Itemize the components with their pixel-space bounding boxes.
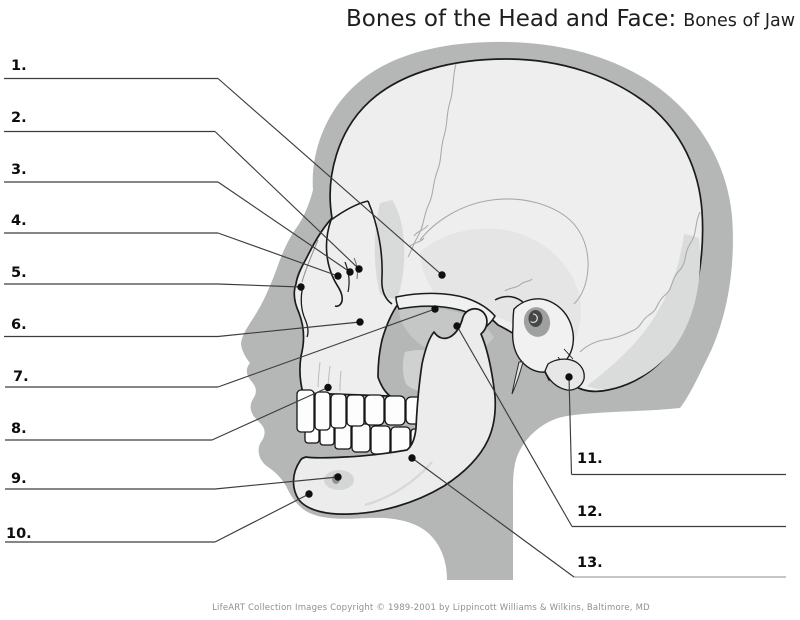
coronal-suture — [407, 63, 457, 258]
pointer-dot-9 — [334, 473, 342, 481]
label-number-6: 6. — [11, 317, 27, 333]
pointer-dot-11 — [565, 373, 573, 381]
teeth-lower — [304, 421, 424, 456]
title-sub: Bones of Jaw — [683, 11, 796, 31]
pointer-dot-12 — [453, 322, 461, 330]
orbit — [325, 200, 393, 308]
styloid-process — [511, 361, 524, 395]
mastoid-process — [544, 358, 585, 391]
label-line-10 — [214, 493, 310, 543]
label-number-5: 5. — [11, 265, 27, 281]
label-line-3 — [217, 181, 351, 273]
label-line-2 — [214, 131, 360, 270]
pointer-dot-1 — [438, 271, 446, 279]
label-line-11 — [568, 376, 573, 475]
pointer-dot-5 — [297, 283, 305, 291]
label-number-11: 11. — [577, 451, 603, 467]
lacrimal-groove — [344, 261, 350, 293]
ear-canal — [528, 310, 543, 327]
label-number-7: 7. — [13, 369, 29, 385]
mandible — [292, 307, 497, 515]
copyright-text: LifeART Collection Images Copyright © 19… — [212, 603, 650, 613]
pointer-dot-4 — [334, 272, 342, 280]
mandible-oblique-line — [364, 461, 433, 507]
orbit-posterior-rim — [367, 200, 393, 305]
label-line-6 — [217, 321, 361, 338]
label-line-7 — [217, 308, 436, 388]
label-line-5 — [217, 283, 302, 288]
pointer-dot-3 — [346, 268, 354, 276]
label-number-10: 10. — [6, 526, 32, 542]
label-number-1: 1. — [11, 58, 27, 74]
pointer-dot-13 — [408, 454, 416, 462]
pointer-dot-7 — [431, 305, 439, 313]
brow-ridge — [330, 200, 369, 221]
label-line-1 — [217, 78, 443, 276]
label-line-8 — [211, 386, 329, 441]
label-number-3: 3. — [11, 162, 27, 178]
label-line-12 — [456, 325, 573, 527]
pointer-dot-2 — [355, 265, 363, 273]
squamosal-suture — [419, 198, 589, 305]
label-line-4 — [217, 232, 339, 277]
label-line-13 — [411, 457, 575, 578]
label-number-2: 2. — [11, 110, 27, 126]
label-number-13: 13. — [577, 555, 603, 571]
lambdoid-suture — [579, 211, 701, 353]
ear-region — [511, 298, 585, 395]
title-main: Bones of the Head and Face: — [346, 6, 677, 32]
label-number-4: 4. — [11, 213, 27, 229]
pointer-dot-8 — [324, 383, 332, 392]
leader-lines-layer — [4, 77, 786, 578]
label-number-12: 12. — [577, 504, 603, 520]
teeth-upper — [296, 389, 427, 433]
orbit-anterior-rim — [325, 219, 344, 308]
ear-spiral — [530, 313, 538, 323]
nasal-aperture — [300, 239, 319, 338]
page-title: Bones of the Head and Face: Bones of Jaw — [346, 6, 795, 32]
pointer-dot-10 — [305, 490, 313, 498]
pointer-dot-6 — [356, 318, 364, 326]
label-line-9 — [214, 476, 339, 490]
label-number-9: 9. — [11, 471, 27, 487]
label-number-8: 8. — [11, 421, 27, 437]
